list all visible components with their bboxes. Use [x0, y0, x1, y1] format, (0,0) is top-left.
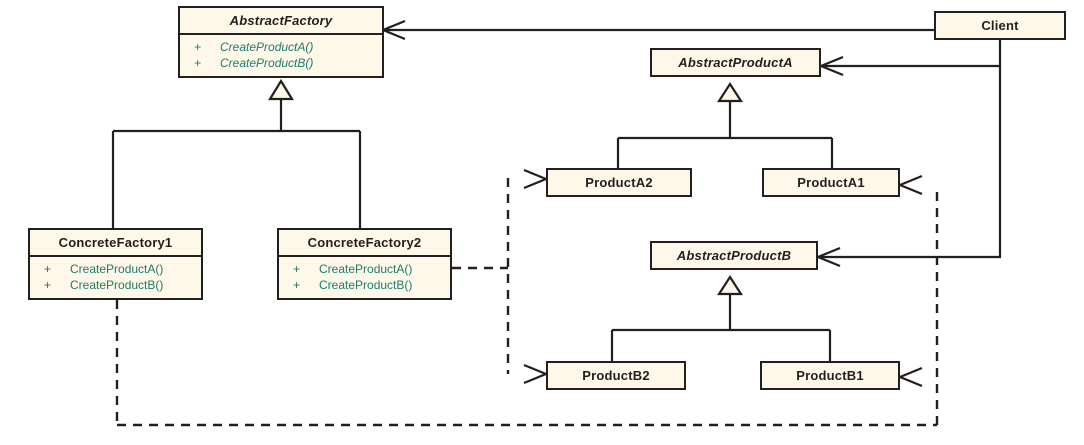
class-name-product-a1: ProductA1 [797, 175, 865, 190]
class-product-a1[interactable]: ProductA1 [762, 168, 900, 197]
class-name-concrete-factory-1: ConcreteFactory1 [58, 235, 173, 250]
class-abstract-product-b[interactable]: AbstractProductB [650, 241, 818, 270]
class-name-concrete-factory-2: ConcreteFactory2 [307, 235, 422, 250]
association-client-to-abstractproductb [818, 66, 1002, 259]
operation-name: CreateProductA() [220, 40, 314, 54]
operations-concrete-factory-1: + CreateProductA() + CreateProductB() [30, 255, 201, 298]
class-product-a2[interactable]: ProductA2 [546, 168, 692, 197]
operation-visibility: + [194, 40, 202, 54]
class-name-abstract-factory: AbstractFactory [229, 13, 333, 28]
operation-row: + CreateProductB() [36, 277, 195, 293]
class-name-abstract-product-b: AbstractProductB [676, 248, 792, 263]
dependency-concretefactory2-to-products [452, 178, 510, 374]
operation-row: + CreateProductA() [36, 261, 195, 277]
class-name-abstract-product-a: AbstractProductA [678, 55, 793, 70]
operations-concrete-factory-2: + CreateProductA() + CreateProductB() [279, 255, 450, 298]
operation-name: CreateProductB() [70, 278, 164, 292]
generalization-triangle-abstractproductb [716, 274, 744, 296]
class-product-b2[interactable]: ProductB2 [546, 361, 686, 390]
operation-visibility: + [44, 262, 52, 276]
operation-name: CreateProductA() [70, 262, 164, 276]
operation-name: CreateProductB() [319, 278, 413, 292]
generalization-concretefactories-to-abstractfactory [111, 97, 362, 228]
generalization-producta-to-abstractproducta [616, 100, 834, 168]
generalization-triangle-abstractproducta [716, 81, 744, 103]
operation-name: CreateProductA() [319, 262, 413, 276]
generalization-productb-to-abstractproductb [610, 293, 832, 361]
arrowhead-abstractproductb [815, 246, 841, 268]
operations-abstract-factory: + CreateProductA() + CreateProductB() [180, 33, 382, 76]
class-abstract-product-a[interactable]: AbstractProductA [650, 48, 821, 77]
class-name-product-b2: ProductB2 [582, 368, 650, 383]
operation-visibility: + [293, 278, 301, 292]
arrowhead-abstractproducta [818, 55, 844, 77]
dependency-concretefactory1-to-products [115, 185, 939, 427]
class-name-product-a2: ProductA2 [585, 175, 653, 190]
operation-visibility: + [293, 262, 301, 276]
operation-row: + CreateProductA() [285, 261, 444, 277]
generalization-triangle-abstractfactory [268, 78, 294, 101]
class-concrete-factory-1[interactable]: ConcreteFactory1 + CreateProductA() + Cr… [28, 228, 203, 300]
arrowhead-productb2 [523, 363, 549, 385]
operation-row: + CreateProductA() [186, 39, 376, 55]
operation-name: CreateProductB() [220, 56, 314, 70]
class-product-b1[interactable]: ProductB1 [760, 361, 900, 390]
operation-visibility: + [194, 56, 202, 70]
arrowhead-productb1 [897, 366, 923, 388]
class-name-client: Client [981, 18, 1019, 33]
class-name-product-b1: ProductB1 [796, 368, 864, 383]
class-abstract-factory[interactable]: AbstractFactory + CreateProductA() + Cre… [178, 6, 384, 78]
arrowhead-producta1 [897, 174, 923, 196]
operation-row: + CreateProductB() [285, 277, 444, 293]
arrowhead-producta2 [523, 168, 549, 190]
operation-visibility: + [44, 278, 52, 292]
class-concrete-factory-2[interactable]: ConcreteFactory2 + CreateProductA() + Cr… [277, 228, 452, 300]
class-client[interactable]: Client [934, 11, 1066, 40]
operation-row: + CreateProductB() [186, 55, 376, 71]
